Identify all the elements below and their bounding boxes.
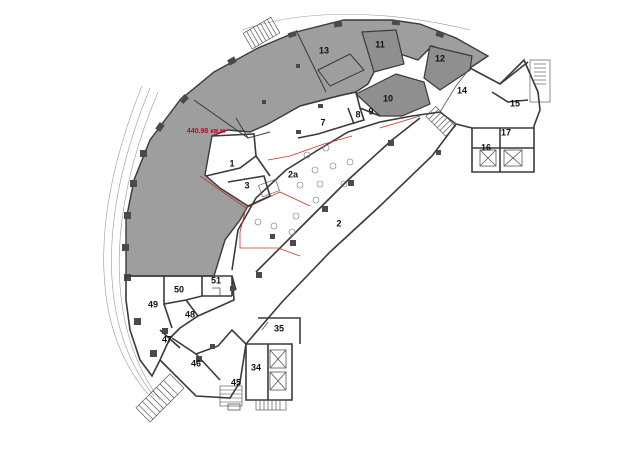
room-label-50: 50 [174,284,184,294]
room-label-7: 7 [320,117,325,127]
room-label-15: 15 [510,98,520,108]
room-label-17: 17 [501,127,511,137]
room-label-35: 35 [274,323,284,333]
rooms-1-3[interactable] [205,133,271,207]
area-label: 440.98 кв.м [187,128,225,135]
room-label-46: 46 [191,358,201,368]
room-11-block [361,29,405,73]
room-label-10: 10 [383,93,393,103]
room-label-13: 13 [319,45,329,55]
room-label-49: 49 [148,299,158,309]
room-labels: 440.98 кв.м 1 2 2a 3 7 8 9 10 11 12 13 1… [148,39,520,387]
highlighted-area[interactable] [125,19,490,277]
room-label-3: 3 [244,180,249,190]
room-label-34: 34 [251,362,261,372]
red-outlines [199,115,421,257]
room-label-16: 16 [481,142,491,152]
room-2-corridor[interactable] [231,111,457,345]
room-label-9: 9 [368,106,373,116]
room-label-11: 11 [375,39,385,49]
stair-top-left [242,16,281,50]
room-label-1: 1 [229,158,234,168]
room-label-47: 47 [162,334,172,344]
facade-pillars [122,19,445,357]
room-label-51: 51 [211,275,221,285]
bottom-left-wing[interactable] [125,275,247,423]
rooms-7-8-9[interactable] [297,91,381,139]
room-label-14: 14 [457,85,467,95]
room-label-12: 12 [435,53,445,63]
room-12-block [423,45,473,91]
room-label-48: 48 [185,309,195,319]
room-label-2a: 2a [288,169,299,179]
right-wing[interactable] [425,58,551,173]
cafe-tables [254,144,354,236]
room-label-8: 8 [355,109,360,119]
room-label-2: 2 [336,218,341,228]
room-label-45: 45 [231,377,241,387]
bottom-center-block[interactable] [227,317,301,411]
markers [262,64,323,134]
corridor-pillars [256,140,441,278]
